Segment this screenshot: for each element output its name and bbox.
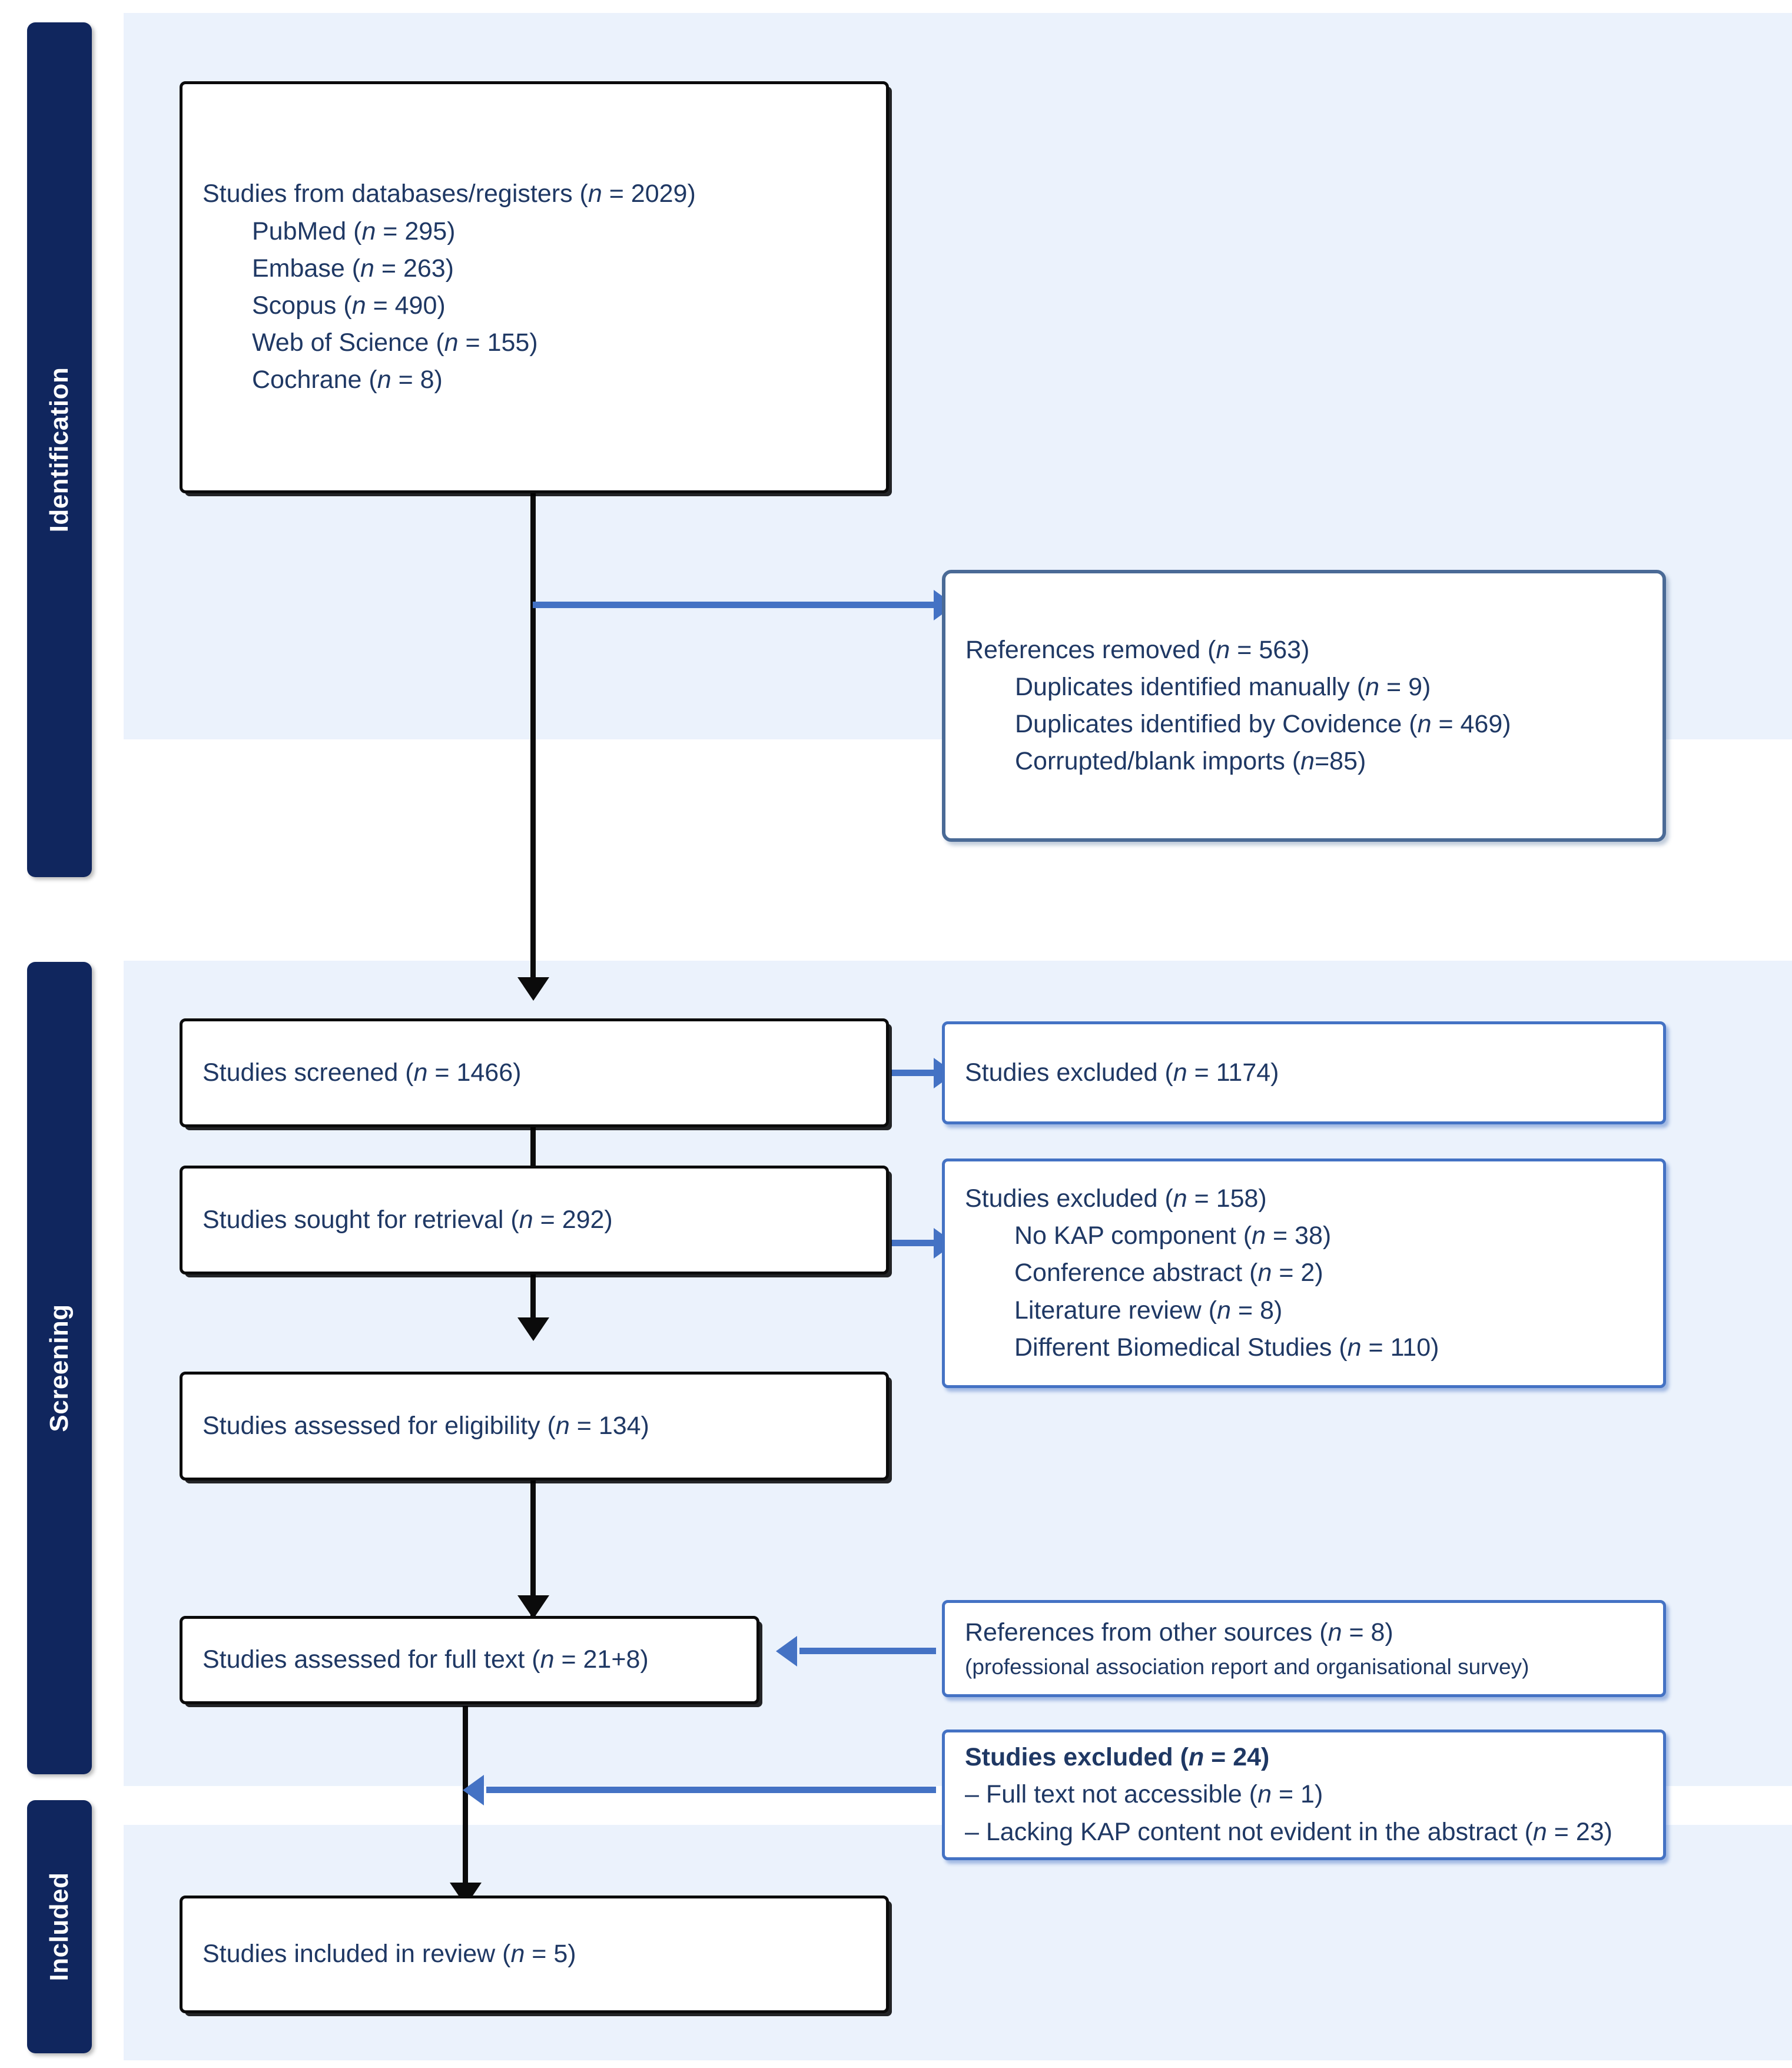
studies-excluded-sought-no-kap: No KAP component (n = 38) <box>1014 1221 1332 1250</box>
connector-fulltext-to-included <box>463 1706 468 1906</box>
studies-excluded-full-text-lacking-kap: – Lacking KAP content not evident in the… <box>965 1817 1612 1846</box>
box-references-removed[interactable]: References removed (n = 563) Duplicates … <box>942 570 1666 842</box>
box-studies-excluded-sought[interactable]: Studies excluded (n = 158) No KAP compon… <box>942 1159 1666 1388</box>
arrow-left-trunk-excluded24 <box>463 1775 484 1805</box>
references-removed-duplicates-manual: Duplicates identified manually (n = 9) <box>1015 672 1431 701</box>
studies-excluded-full-text-heading: Studies excluded (n = 24) <box>965 1743 1270 1772</box>
box-studies-assessed-eligibility[interactable]: Studies assessed for eligibility (n = 13… <box>180 1372 889 1481</box>
studies-sought-heading: Studies sought for retrieval (n = 292) <box>203 1205 613 1234</box>
other-sources-heading: References from other sources (n = 8) <box>965 1618 1393 1647</box>
phase-tab-identification: Identification <box>27 22 92 877</box>
records-identified-source-embase: Embase (n = 263) <box>252 254 454 283</box>
studies-screened-heading: Studies screened (n = 1466) <box>203 1058 522 1087</box>
box-records-identified[interactable]: Studies from databases/registers (n = 20… <box>180 81 889 493</box>
connector-screened-to-sought <box>530 1126 536 1184</box>
phase-label-included: Included <box>45 1872 74 1981</box>
box-studies-included-review[interactable]: Studies included in review (n = 5) <box>180 1896 889 2013</box>
connector-to-references-removed <box>533 602 935 608</box>
studies-excluded-sought-different-biomedical: Different Biomedical Studies (n = 110) <box>1014 1333 1439 1362</box>
records-identified-source-cochrane: Cochrane (n = 8) <box>252 366 443 394</box>
connector-sought-to-excluded <box>891 1240 938 1246</box>
studies-excluded-screened-heading: Studies excluded (n = 1174) <box>965 1058 1279 1087</box>
arrow-down-to-eligibility <box>517 1317 549 1341</box>
box-references-other-sources[interactable]: References from other sources (n = 8) (p… <box>942 1600 1666 1697</box>
studies-excluded-sought-literature-review: Literature review (n = 8) <box>1014 1296 1283 1325</box>
records-identified-source-wos: Web of Science (n = 155) <box>252 328 538 357</box>
records-identified-heading: Studies from databases/registers (n = 20… <box>203 180 696 208</box>
arrow-down-to-fulltext <box>517 1595 549 1619</box>
studies-excluded-sought-conference-abstract: Conference abstract (n = 2) <box>1014 1259 1323 1287</box>
box-studies-assessed-full-text[interactable]: Studies assessed for full text (n = 21+8… <box>180 1616 759 1704</box>
references-removed-corrupted-imports: Corrupted/blank imports (n=85) <box>1015 747 1366 776</box>
phase-label-identification: Identification <box>45 367 74 533</box>
studies-excluded-sought-heading: Studies excluded (n = 158) <box>965 1184 1267 1213</box>
arrow-left-fulltext <box>776 1636 797 1667</box>
box-studies-excluded-full-text[interactable]: Studies excluded (n = 24) – Full text no… <box>942 1730 1666 1860</box>
box-studies-sought-retrieval[interactable]: Studies sought for retrieval (n = 292) <box>180 1166 889 1274</box>
studies-included-heading: Studies included in review (n = 5) <box>203 1940 576 1969</box>
studies-excluded-full-text-not-accessible: – Full text not accessible (n = 1) <box>965 1780 1323 1809</box>
studies-eligibility-heading: Studies assessed for eligibility (n = 13… <box>203 1411 649 1440</box>
phase-tab-screening: Screening <box>27 962 92 1774</box>
phase-label-screening: Screening <box>45 1304 74 1432</box>
references-removed-duplicates-covidence: Duplicates identified by Covidence (n = … <box>1015 710 1511 738</box>
connector-excluded24-to-trunk <box>486 1787 936 1793</box>
connector-screened-to-excluded <box>891 1070 938 1076</box>
phase-tab-included: Included <box>27 1800 92 2053</box>
connector-sought-to-eligibility <box>530 1272 536 1336</box>
box-studies-screened[interactable]: Studies screened (n = 1466) <box>180 1018 889 1127</box>
records-identified-source-scopus: Scopus (n = 490) <box>252 291 446 320</box>
references-removed-heading: References removed (n = 563) <box>965 635 1310 664</box>
arrow-down-to-screened <box>517 977 549 1001</box>
connector-eligibility-to-fulltext <box>530 1476 536 1624</box>
other-sources-note: (professional association report and org… <box>965 1654 1529 1679</box>
studies-full-text-heading: Studies assessed for full text (n = 21+8… <box>203 1645 649 1674</box>
box-studies-excluded-screened[interactable]: Studies excluded (n = 1174) <box>942 1021 1666 1124</box>
connector-identification-to-screening <box>530 491 536 994</box>
connector-other-sources-to-fulltext <box>799 1648 936 1654</box>
records-identified-source-pubmed: PubMed (n = 295) <box>252 217 456 245</box>
